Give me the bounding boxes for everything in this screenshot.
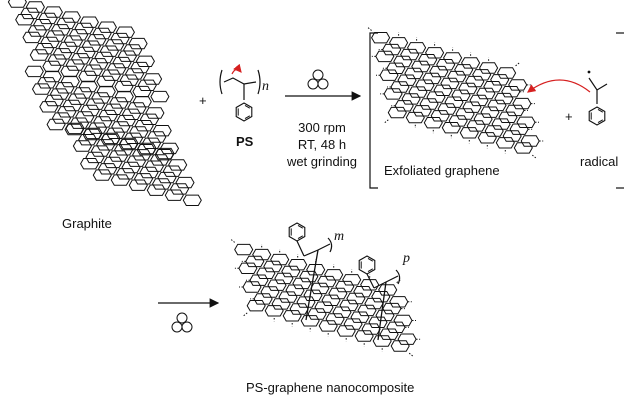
graphite-sheet-bottom bbox=[65, 122, 202, 206]
condition-temp-time: RT, 48 h bbox=[298, 137, 346, 152]
chain-subscript-m: m bbox=[334, 229, 344, 244]
electron-transfer-arrow bbox=[527, 79, 591, 93]
chain-subscript-p: p bbox=[402, 251, 410, 266]
grafted-ps-chain-m bbox=[288, 222, 333, 321]
grafted-ps-chain-p bbox=[358, 255, 401, 341]
condition-speed: 300 rpm bbox=[298, 120, 346, 135]
bracket-left bbox=[369, 32, 378, 189]
graphite-stack bbox=[7, 0, 202, 206]
ball-mill-icon bbox=[307, 69, 329, 90]
condition-method: wet grinding bbox=[286, 154, 357, 169]
graphite-sheet-top bbox=[7, 0, 170, 103]
plus-sign-2: + bbox=[565, 109, 573, 124]
radical-benzene-ring-icon bbox=[588, 106, 606, 126]
ps-subscript-n: n bbox=[262, 79, 269, 94]
benzene-ring-icon bbox=[235, 102, 253, 122]
radical-label: radical bbox=[580, 154, 618, 169]
ps-label: PS bbox=[236, 134, 254, 149]
composite-graphene-sheet bbox=[230, 238, 421, 357]
ball-mill-icon-2 bbox=[171, 312, 193, 333]
exfoliated-graphene-label: Exfoliated graphene bbox=[384, 163, 500, 178]
radical-structure bbox=[587, 70, 608, 126]
graphite-label: Graphite bbox=[62, 216, 112, 231]
product-label: PS-graphene nanocomposite bbox=[246, 380, 414, 395]
ps-structure bbox=[219, 63, 261, 122]
exfoliated-graphene-sheet bbox=[367, 26, 544, 159]
plus-sign-1: + bbox=[199, 93, 207, 108]
